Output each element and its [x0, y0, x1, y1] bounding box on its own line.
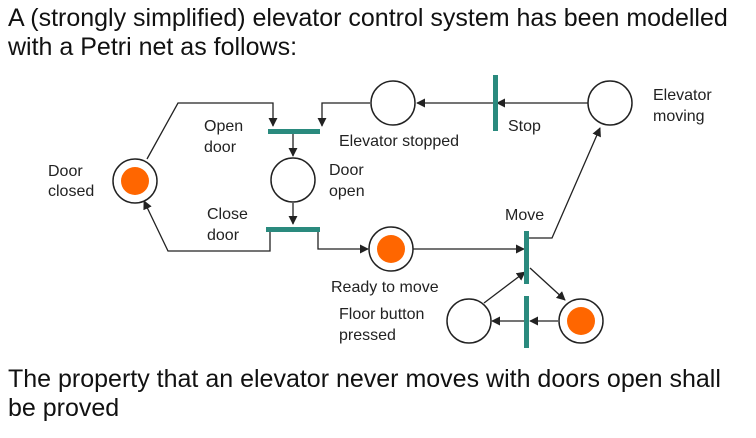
place-elevator-moving — [587, 80, 633, 126]
arc-move-to-elevator-moving — [529, 127, 601, 239]
intro-text: A (strongly simplified) elevator control… — [8, 4, 728, 61]
label-floor-button-pressed: Floor button pressed — [339, 306, 429, 344]
place-ready-to-move — [368, 226, 414, 272]
arc-close-door-to-door-closed — [143, 200, 271, 252]
conclusion-text: The property that an elevator never move… — [8, 365, 721, 422]
label-elevator-moving: Elevator moving — [653, 87, 716, 125]
place-elevator-stopped — [370, 80, 416, 126]
arc-close-door-to-ready — [317, 232, 369, 254]
label-move: Move — [505, 207, 544, 224]
transition-close-door — [266, 227, 320, 232]
token — [567, 307, 595, 335]
arc-door-closed-to-open-door — [146, 102, 278, 160]
place-door-open — [270, 157, 316, 203]
arc-move-to-token-place — [529, 267, 566, 301]
transition-floor-button — [524, 296, 529, 348]
arc-floor-button-to-move — [483, 271, 526, 304]
arc-elevator-stopped-to-open-door — [317, 102, 370, 127]
label-close-door: Close door — [207, 206, 252, 244]
token — [121, 167, 149, 195]
transition-open-door — [268, 129, 320, 134]
place-floor-button-pressed — [446, 298, 492, 344]
token — [377, 235, 405, 263]
transition-move — [524, 231, 529, 284]
place-door-closed — [112, 158, 158, 204]
label-elevator-stopped: Elevator stopped — [339, 133, 459, 150]
label-ready-to-move: Ready to move — [331, 279, 439, 296]
label-door-closed: Door closed — [48, 163, 94, 200]
label-stop: Stop — [508, 118, 541, 135]
arcs — [143, 98, 601, 326]
place-token-unlabeled — [558, 298, 604, 344]
label-open-door: Open door — [204, 118, 248, 156]
transition-stop — [493, 75, 498, 131]
label-door-open: Door open — [329, 162, 368, 200]
